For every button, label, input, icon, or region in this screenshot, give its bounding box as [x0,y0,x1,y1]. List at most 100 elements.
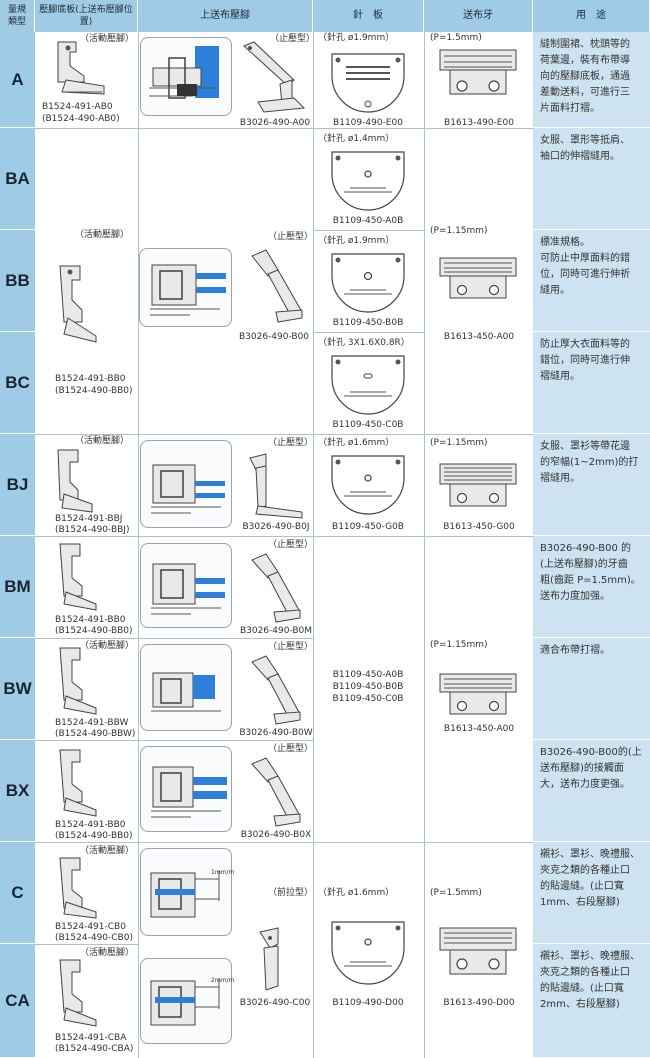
foot-position-diagram-bw [140,644,232,731]
stop-type-label: （止壓型） [268,642,314,652]
top-feed-foot-image-a [243,41,306,113]
base-code-alt: (B1524-490-AB0) [42,114,120,124]
pitch-label: (P=1.5mm) [430,888,482,898]
plate-code: B1109-450-A0B [332,670,404,680]
pitch-label: (P=1.5mm) [430,33,482,43]
feed-dog-image-a [439,49,517,95]
header-usage: 用 途 [533,0,650,32]
dog-code: B1613-450-G00 [443,522,515,532]
top-feed-foot-image-bb [251,249,303,323]
pitch-label: (P=1.15mm) [430,438,488,448]
column-divider [138,32,139,1058]
needle-plate-image-bb [331,253,405,313]
foot-code: B3026-490-B0M [239,626,313,636]
base-code: B1524-491-AB0 [42,102,113,112]
plate-code: B1109-450-B0B [332,318,404,328]
base-code-alt: (B1524-490-BBW) [55,729,136,739]
margin-width-label: 1mm/m [211,869,235,876]
feed-dog-image-bj [439,463,517,507]
margin-width-label: 2mm/m [211,977,235,984]
column-divider [424,32,425,1058]
type-cell-c: C [0,842,35,944]
feed-dog-image-bw [439,673,517,715]
usage-cell-bm: B3026-490-B00 的(上送布壓腳)的牙齒粗(齒距 P=1.5mm)。送… [533,536,650,638]
row-divider [35,944,138,945]
base-code: B1524-491-CBA [55,1033,127,1043]
header-needle-plate: 針 板 [313,0,424,32]
sliding-foot-label: （活動壓腳） [80,948,135,958]
pitch-label: (P=1.15mm) [430,226,488,236]
stop-type-label: （止壓型） [268,232,314,242]
stop-type-label: （止壓型） [268,438,314,448]
base-code-alt: (B1524-490-CB0) [55,933,133,943]
needle-hole-note: （針孔 ø1.4mm） [318,134,395,144]
usage-cell-bc: 防止厚大衣面料等的錯位，同時可進行伸褶縫用。 [533,332,650,434]
row-divider [35,740,313,741]
usage-cell-ba: 女服、罩形等抵肩、袖口的伸褶縫用。 [533,128,650,230]
pitch-label: (P=1.15mm) [430,640,488,650]
plate-code: B1109-450-A0B [332,216,404,226]
type-cell-a: A [0,32,35,128]
sliding-foot-label: （活動壓腳） [80,846,135,856]
type-cell-ca: CA [0,944,35,1058]
plate-code: B1109-450-B0B [332,682,404,692]
base-code-alt: (B1524-490-BB0) [55,386,133,396]
needle-hole-note: （針孔 ø1.9mm） [318,33,395,43]
base-code-alt: (B1524-490-BB0) [55,626,133,636]
needle-plate-image-bc [331,355,405,415]
foot-position-diagram-c: 1mm/m [140,848,235,936]
top-feed-foot-image-c [259,927,279,991]
needle-hole-note: （針孔 3X1.6X0.8R） [318,338,410,348]
base-code: B1524-491-BBJ [55,514,123,524]
usage-cell-bb: 標准規格。可防止中厚面料的錯位，同時可進行伸祈縫用。 [533,230,650,332]
type-cell-ba: BA [0,128,35,230]
needle-hole-note: （針孔 ø1.6mm） [318,438,395,448]
sliding-foot-label: （活動壓腳） [75,436,130,446]
dog-code: B1613-450-A00 [443,724,515,734]
presser-foot-base-image-bj [57,449,93,513]
presser-foot-base-image-a [57,41,105,95]
base-code: B1524-491-CB0 [55,922,126,932]
dog-code: B1613-450-A00 [443,332,515,342]
sliding-foot-label: （活動壓腳） [80,34,135,44]
base-code-alt: (B1524-490-BBJ) [55,525,130,535]
sliding-foot-label: （活動壓腳） [80,641,135,651]
base-code: B1524-491-BB0 [55,374,126,384]
row-divider [313,230,424,231]
row-divider [35,434,533,435]
dog-code: B1613-490-D00 [443,998,515,1008]
base-code: B1524-491-BB0 [55,615,126,625]
foot-position-diagram-bm [140,543,232,628]
feed-dog-image-c [439,927,517,975]
type-cell-bj: BJ [0,434,35,536]
presser-foot-base-image-bw [59,647,97,715]
stop-type-label: （止壓型） [268,744,314,754]
type-cell-bm: BM [0,536,35,638]
stop-type-label: （止壓型） [268,540,314,550]
type-cell-bw: BW [0,638,35,740]
base-code-alt: (B1524-490-BB0) [55,831,133,841]
row-divider [35,638,313,639]
header-type: 量規 類型 [0,0,35,32]
header-top-feed-foot: 上送布壓腳 [138,0,313,32]
top-feed-foot-image-bx [251,757,301,827]
plate-code: B1109-450-G0B [332,522,404,532]
needle-plate-image-c [331,921,405,985]
foot-code: B3026-490-C00 [239,998,311,1008]
plate-code: B1109-490-D00 [332,998,404,1008]
foot-position-diagram-bx [140,746,232,832]
presser-foot-base-image-ca [59,959,97,1027]
plate-code: B1109-450-C0B [332,420,404,430]
top-feed-foot-image-bj [249,453,303,519]
type-cell-bb: BB [0,230,35,332]
stop-type-label: （止壓型） [270,34,316,44]
base-code: B1524-491-BBW [55,718,129,728]
row-divider [313,332,424,333]
top-feed-foot-image-bm [251,553,301,623]
header-presser-base: 壓腳底板(上送布壓腳位置) [35,0,138,32]
base-code-alt: (B1524-490-CBA) [55,1044,134,1054]
usage-cell-bx: B3026-490-B00的(上送布壓腳)的接觸面大，送布力度更强。 [533,740,650,842]
plate-code: B1109-490-E00 [333,118,403,128]
foot-code: B3026-490-B0W [239,728,313,738]
